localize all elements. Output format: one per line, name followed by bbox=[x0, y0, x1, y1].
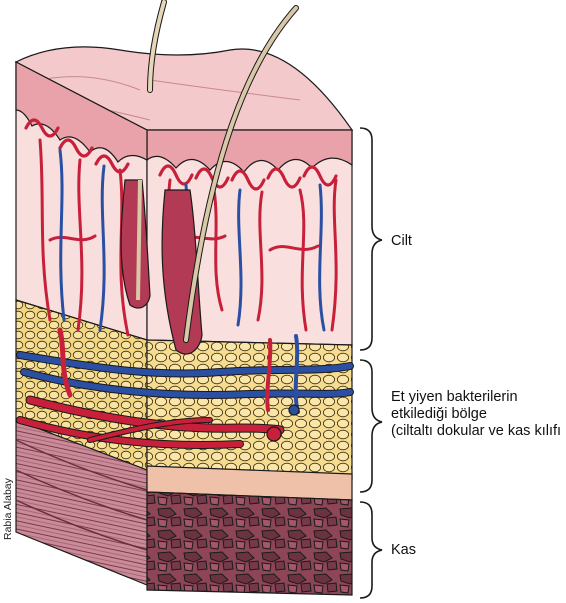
label-muscle: Kas bbox=[391, 542, 416, 559]
bracket-muscle bbox=[360, 502, 382, 598]
label-affected-line1: Et yiyen bakterilerin bbox=[391, 389, 518, 406]
bracket-affected bbox=[360, 360, 382, 492]
label-affected-line2: etkilediği bölge bbox=[391, 406, 487, 423]
bracket-skin bbox=[360, 128, 382, 350]
illustrator-credit: Rabia Alabay bbox=[2, 478, 14, 540]
brackets bbox=[360, 128, 382, 598]
label-skin: Cilt bbox=[391, 233, 412, 250]
vein-cross-section bbox=[289, 405, 299, 415]
front-fat bbox=[147, 340, 352, 480]
artery-cross-section bbox=[267, 427, 281, 441]
front-muscle bbox=[147, 492, 352, 595]
label-affected-line3: (ciltaltı dokular ve kas kılıfı bbox=[391, 423, 561, 440]
